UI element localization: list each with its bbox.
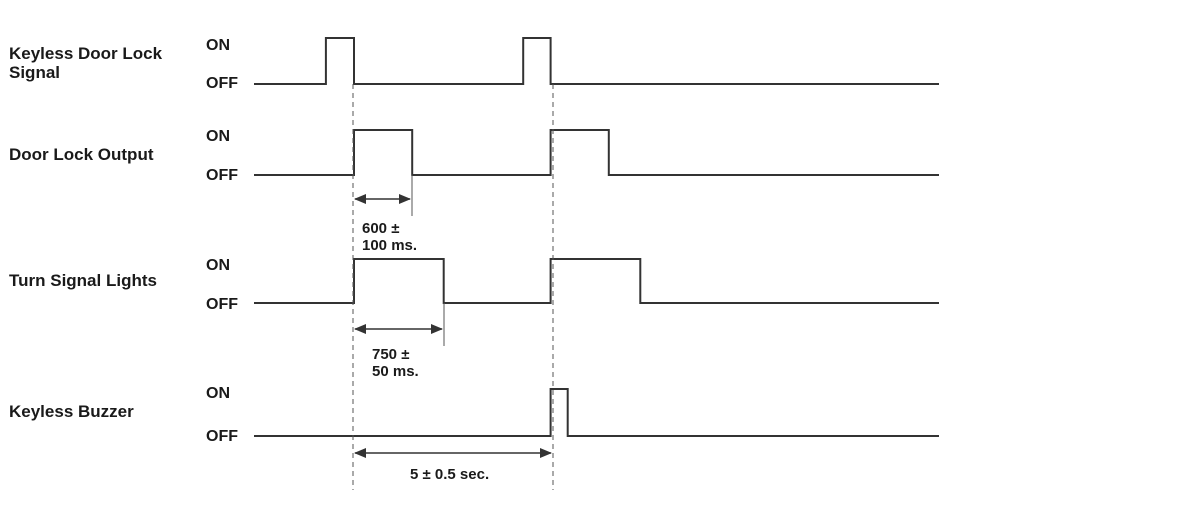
annotation-750ms: 750 ± 50 ms.: [372, 346, 419, 380]
waveform-keyless-door-lock-signal: [254, 37, 939, 85]
state-label-off: OFF: [206, 75, 238, 92]
state-label-on: ON: [206, 257, 230, 274]
signal-label-keyless-door-lock: Keyless Door Lock Signal: [9, 44, 167, 82]
signal-label-line: Keyless Door Lock: [9, 44, 163, 63]
state-label-on: ON: [206, 37, 230, 54]
annotation-line: 750 ±: [372, 346, 409, 363]
annotation-line: 50 ms.: [372, 363, 419, 380]
annotation-line: 100 ms.: [362, 237, 417, 254]
state-label-on: ON: [206, 385, 230, 402]
annotation-5sec: 5 ± 0.5 sec.: [410, 466, 489, 483]
waveform-turn-signal-lights: [254, 258, 939, 304]
waveform-door-lock-output: [254, 129, 939, 176]
signal-label-keyless-buzzer: Keyless Buzzer: [9, 402, 134, 421]
annotation-600ms: 600 ± 100 ms.: [362, 220, 417, 254]
state-label-off: OFF: [206, 296, 238, 313]
state-label-off: OFF: [206, 167, 238, 184]
signal-label-turn-signal-lights: Turn Signal Lights: [9, 271, 157, 290]
state-label-on: ON: [206, 128, 230, 145]
signal-label-line: Signal: [9, 63, 60, 82]
signal-label-door-lock-output: Door Lock Output: [9, 145, 154, 164]
state-label-off: OFF: [206, 428, 238, 445]
waveform-keyless-buzzer: [254, 388, 939, 437]
annotation-line: 600 ±: [362, 220, 399, 237]
